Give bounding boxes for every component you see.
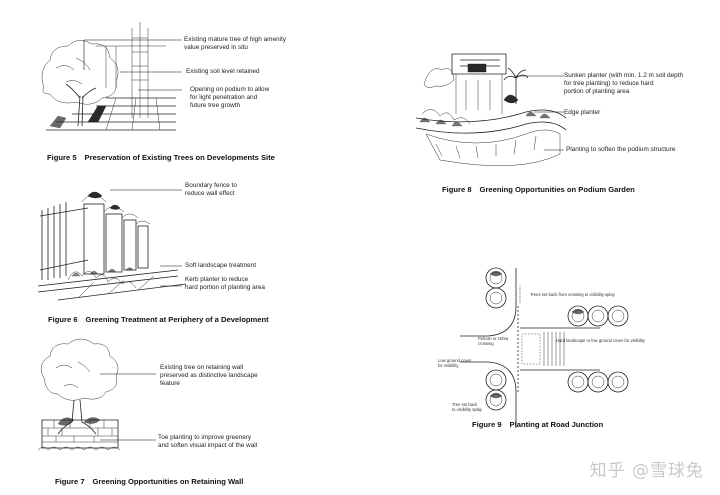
figure-9-number: Figure 9 [472, 420, 502, 429]
figure-9: Trees set back from crossing to visibili… [360, 260, 720, 440]
figure-9-note-hard-landscape: Hard landscape or low ground cover for v… [556, 338, 645, 343]
figure-9-plan [460, 267, 629, 428]
figure-5-number: Figure 5 [47, 153, 77, 162]
figure-8-title: Greening Opportunities on Podium Garden [479, 185, 635, 194]
figure-8-sketch [415, 53, 567, 167]
figure-6-number: Figure 6 [48, 315, 78, 324]
figure-5-caption: Figure 5 Preservation of Existing Trees o… [47, 153, 275, 162]
figure-7-number: Figure 7 [55, 477, 85, 486]
figure-9-note-tree-setback-crossing: Trees set back from crossing to visibili… [530, 292, 615, 297]
figure-9-note-tree-setback-splay: Tree set back to visibility splay [452, 402, 483, 413]
figure-6-title: Greening Treatment at Periphery of a Dev… [85, 315, 269, 324]
figure-8-leader-lines [514, 75, 564, 151]
figure-5-note-soil-level: Existing soil level retained [186, 68, 260, 75]
figure-7-sketch [37, 338, 121, 451]
figure-7-note-existing-tree: Existing tree on retaining wall preserve… [160, 364, 258, 387]
figure-5-leader-lines [83, 39, 182, 91]
figure-8-note-edge-planter: Edge planter [564, 109, 601, 116]
figure-7-note-toe-planting: Toe planting to improve greenery and sof… [158, 434, 258, 449]
figure-9-note-crossing: Pelican or zebra crossing [478, 336, 509, 347]
figure-8-note-podium-planting: Planting to soften the podium structure [566, 146, 676, 153]
figure-8-number: Figure 8 [442, 185, 472, 194]
figure-8-caption: Figure 8 Greening Opportunities on Podium… [442, 185, 635, 194]
figure-8-note-sunken-planter: Sunken planter (with min. 1.2 m soil dep… [564, 72, 683, 95]
figure-7-title: Greening Opportunities on Retaining Wall [92, 477, 244, 486]
figure-6-leader-lines [110, 189, 182, 287]
figure-5-title: Preservation of Existing Trees on Develo… [84, 153, 275, 162]
figure-5-note-mature-tree: Existing mature tree of high amenity val… [184, 36, 286, 51]
figure-8: Sunken planter (with min. 1.2 m soil dep… [360, 0, 720, 200]
figure-6: Boundary fence to reduce wall effect Sof… [0, 170, 360, 330]
figure-7-leader-lines [100, 373, 156, 441]
figure-5: Existing mature tree of high amenity val… [0, 0, 360, 170]
figure-6-note-boundary-fence: Boundary fence to reduce wall effect [185, 182, 237, 197]
figure-6-caption: Figure 6 Greening Treatment at Periphery … [48, 315, 269, 324]
figure-7: Existing tree on retaining wall preserve… [0, 330, 360, 495]
figure-6-note-soft-landscape: Soft landscape treatment [185, 262, 257, 269]
figure-9-title: Planting at Road Junction [509, 420, 604, 429]
figure-9-caption: Figure 9 Planting at Road Junction [472, 420, 603, 429]
figure-9-note-low-ground-cover: Low ground cover for visibility [438, 358, 472, 369]
figure-6-note-kerb-planter: Kerb planter to reduce hard portion of p… [185, 276, 265, 291]
figure-5-note-podium-opening: Opening on podium to allow for light pen… [190, 86, 270, 109]
watermark: 知乎 @雪球兔 [589, 461, 704, 481]
figure-7-caption: Figure 7 Greening Opportunities on Retain… [55, 477, 243, 486]
figure-6-sketch [37, 191, 187, 301]
figure-5-sketch [41, 22, 176, 131]
